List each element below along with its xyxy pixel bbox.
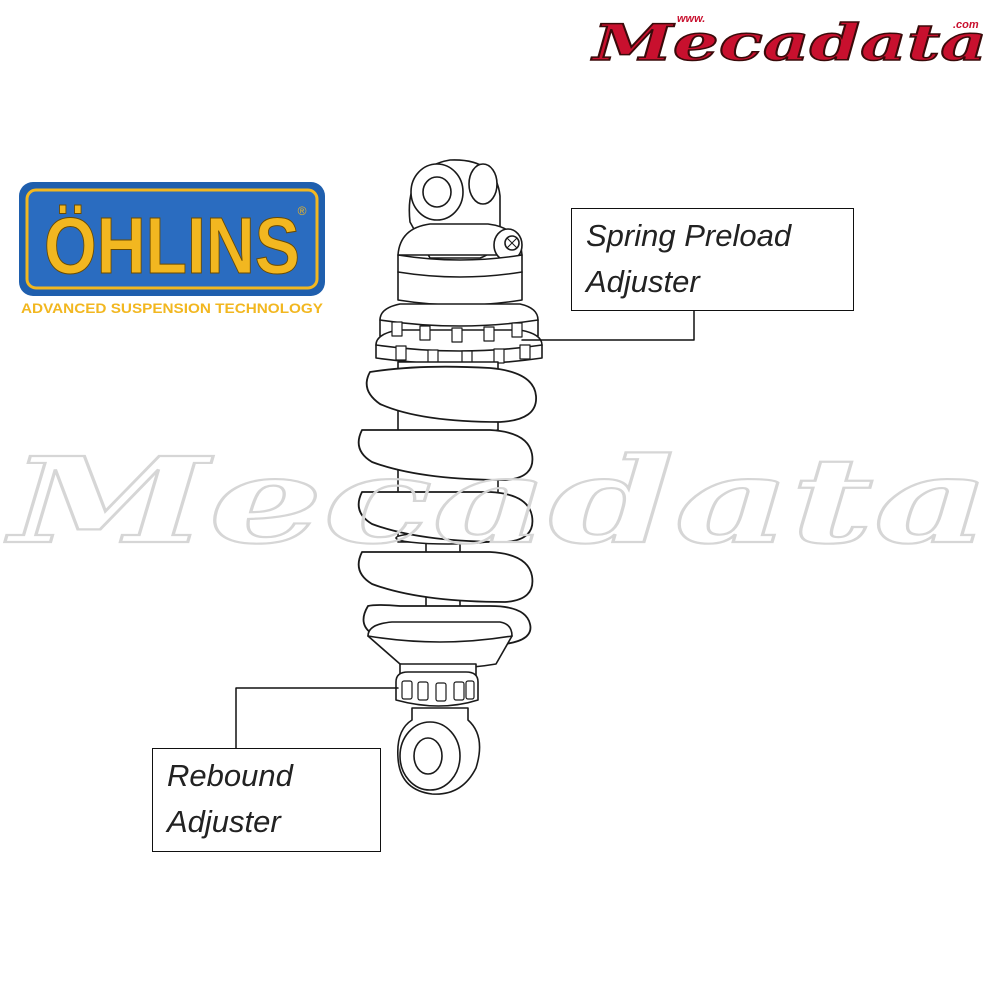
rebound-leader-line (235, 687, 399, 749)
rebound-adjuster-ring (395, 663, 479, 707)
rebound-callout: Rebound Adjuster (152, 748, 381, 852)
rebound-label-line2: Adjuster (167, 804, 281, 839)
spring-preload-callout: Spring Preload Adjuster (571, 208, 854, 311)
upper-body (397, 254, 523, 306)
lower-spring-seat (367, 621, 513, 669)
mecadata-logo-name: Mecadata (590, 13, 987, 68)
spring-preload-label-line2: Adjuster (586, 264, 700, 299)
preload-adjuster-rings (375, 303, 543, 366)
rebound-label-line1: Rebound (167, 758, 293, 793)
spring-preload-leader-line (521, 307, 695, 341)
ohlins-tagline: ADVANCED SUSPENSION TECHNOLOGY (21, 301, 323, 316)
coil-spring (357, 365, 537, 646)
mecadata-logo: www. .com Mecadata (589, 12, 987, 68)
mecadata-logo-suffix: .com (953, 19, 979, 31)
spring-preload-label-line1: Spring Preload (586, 218, 792, 253)
bottom-eye (396, 707, 481, 795)
top-cap (397, 223, 523, 262)
registered-mark: ® (298, 204, 307, 218)
mecadata-logo-prefix: www. (677, 13, 705, 25)
ohlins-logo: ÖHLINS ® ADVANCED SUSPENSION TECHNOLOGY (19, 182, 325, 316)
ohlins-logo-inner (25, 188, 319, 290)
ohlins-wordmark: ÖHLINS (44, 201, 300, 290)
